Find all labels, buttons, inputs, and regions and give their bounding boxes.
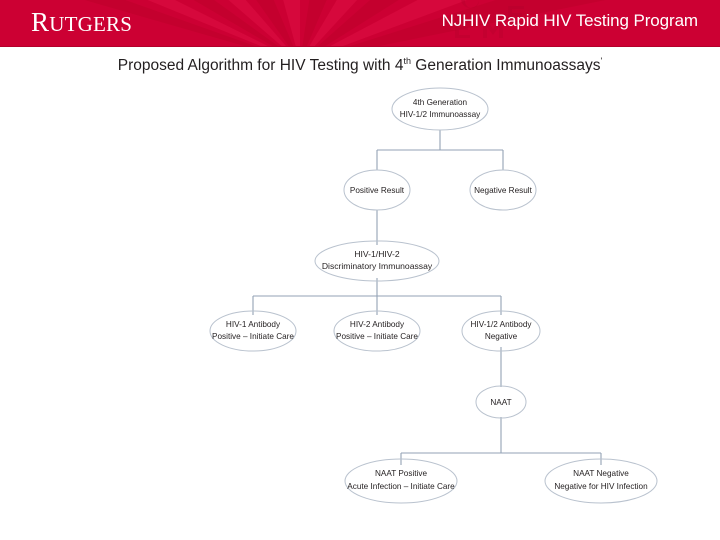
node-hiv1-antibody-positive[interactable]: HIV-1 Antibody Positive – Initiate Care <box>209 310 297 352</box>
node-line-1: HIV-1 Antibody <box>226 320 281 329</box>
node-naat-negative[interactable]: NAAT Negative Negative for HIV Infection <box>544 458 658 504</box>
node-line-1: NAAT <box>490 398 511 407</box>
rutgers-logo: RUTGERS <box>31 7 133 37</box>
diagram-title-suffix: Generation Immunoassays <box>411 57 601 75</box>
node-line-2: Positive – Initiate Care <box>212 332 294 341</box>
node-ellipse <box>344 458 458 504</box>
node-line-2: Negative for HIV Infection <box>554 482 648 491</box>
node-line-1: NAAT Positive <box>375 469 427 478</box>
node-line-1: HIV-2 Antibody <box>350 320 405 329</box>
diagram-title-superscript: th <box>403 56 411 66</box>
node-line-1: Positive Result <box>350 186 405 195</box>
node-ellipse <box>209 310 297 352</box>
slide-body: Proposed Algorithm for HIV Testing with … <box>0 47 720 540</box>
node-line-2: Positive – Initiate Care <box>336 332 418 341</box>
node-ellipse <box>461 310 541 352</box>
node-discriminatory-immunoassay[interactable]: HIV-1/HIV-2 Discriminatory Immunoassay <box>314 240 440 282</box>
app-header: RUTGERS NJHIV Rapid HIV Testing Program <box>0 0 720 47</box>
node-line-1: Negative Result <box>474 186 533 195</box>
diagram-title: Proposed Algorithm for HIV Testing with … <box>0 56 720 75</box>
header-ray-pattern <box>0 0 720 47</box>
node-ellipse <box>391 87 489 131</box>
node-naat[interactable]: NAAT <box>475 385 527 419</box>
node-line-1: HIV-1/2 Antibody <box>471 320 533 329</box>
program-title: NJHIV Rapid HIV Testing Program <box>441 11 699 30</box>
node-line-2: HIV-1/2 Immunoassay <box>400 110 481 119</box>
node-hiv2-antibody-positive[interactable]: HIV-2 Antibody Positive – Initiate Care <box>333 310 421 352</box>
node-line-1: HIV-1/HIV-2 <box>354 249 400 259</box>
node-4th-generation-immunoassay[interactable]: 4th Generation HIV-1/2 Immunoassay <box>391 87 489 131</box>
node-ellipse <box>475 385 527 419</box>
node-line-2: Discriminatory Immunoassay <box>322 261 433 271</box>
node-naat-positive[interactable]: NAAT Positive Acute Infection – Initiate… <box>344 458 458 504</box>
node-negative-result[interactable]: Negative Result <box>469 169 537 211</box>
node-ellipse <box>469 169 537 211</box>
node-line-1: 4th Generation <box>413 98 468 107</box>
node-ellipse <box>343 169 411 211</box>
hiv-testing-algorithm-flowchart: 4th Generation HIV-1/2 Immunoassay Posit… <box>209 87 658 504</box>
node-hiv12-antibody-negative[interactable]: HIV-1/2 Antibody Negative <box>461 310 541 352</box>
node-line-2: Acute Infection – Initiate Care <box>347 482 455 491</box>
node-ellipse <box>333 310 421 352</box>
node-ellipse <box>544 458 658 504</box>
node-line-2: Negative <box>485 332 518 341</box>
header-bottom-rule <box>0 46 720 47</box>
node-ellipse <box>314 240 440 282</box>
diagram-title-prefix: Proposed Algorithm for HIV Testing with … <box>117 57 404 75</box>
node-positive-result[interactable]: Positive Result <box>343 169 411 211</box>
connector-group <box>252 130 602 465</box>
node-line-1: NAAT Negative <box>573 469 629 478</box>
diagram-title-footnote-marker: ' <box>600 56 603 66</box>
